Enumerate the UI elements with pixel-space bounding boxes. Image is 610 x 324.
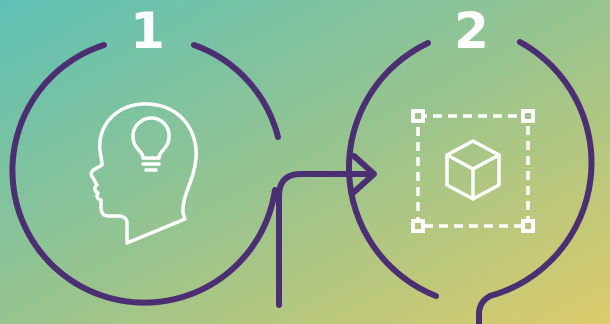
step-2-exit-connector [476, 293, 493, 324]
step-2-ring [487, 39, 595, 299]
connector-arrowhead [351, 153, 377, 195]
cube-in-bounding-box-icon [411, 109, 535, 233]
step-1-ring [191, 42, 281, 140]
step-2-ring-left [345, 40, 439, 299]
step-1-ring-lower [9, 42, 278, 306]
step-2-number: 2 [454, 2, 490, 60]
step-1-number: 1 [130, 2, 166, 60]
head-with-lightbulb-icon [89, 102, 198, 245]
connector-arrow-line [276, 171, 375, 308]
